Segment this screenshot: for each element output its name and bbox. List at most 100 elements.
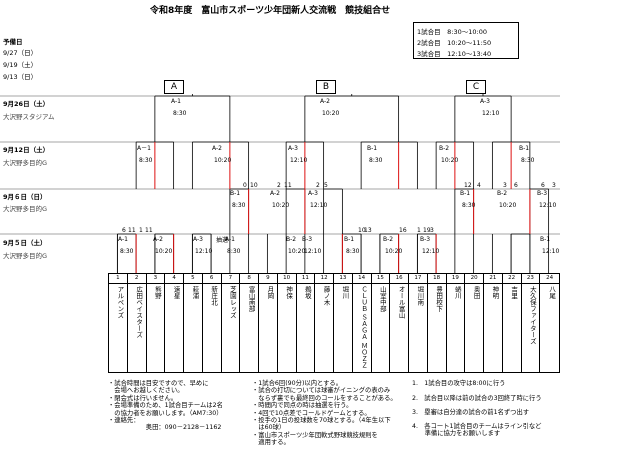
team-number: 21	[484, 274, 502, 284]
match-code: B-3	[302, 236, 313, 243]
team-name: 神明	[490, 286, 499, 299]
team-name: 八尾	[547, 286, 556, 299]
team-number: 19	[446, 274, 465, 284]
team-name: 速星	[172, 286, 181, 299]
match-time: 12:10	[542, 248, 560, 255]
team-cell: 15 山室中部	[371, 274, 391, 372]
score-label: 3	[503, 182, 507, 189]
match-code: B-1	[230, 190, 241, 197]
team-number: 12	[315, 274, 333, 284]
note-right-1: 1. 1試合目の攻守は8:00に行う	[412, 380, 506, 387]
team-number: 5	[184, 274, 202, 284]
match-time: 8:30	[232, 202, 246, 209]
match-code: A-2	[153, 236, 163, 243]
schedule-box: 1試合目 8:30～10:00 2試合目 10:20～11:50 3試合目 12…	[413, 22, 519, 59]
match-code: A-3	[480, 98, 490, 105]
team-name: 豊田校下	[434, 286, 443, 312]
schedule-row-2: 2試合目 10:20～11:50	[417, 39, 492, 47]
score-label: 19	[423, 227, 431, 234]
score-label: 13	[364, 227, 372, 234]
score-label: 5	[324, 182, 328, 189]
note-right-3: 3. 塁審は自分達の試合の前1名ずつ出す	[412, 409, 530, 416]
reserve-date-2: 9/19（土）	[3, 61, 38, 69]
team-number: 13	[334, 274, 352, 284]
match-code: B-3	[537, 190, 548, 197]
team-name: 大久保ファイターズ	[528, 286, 537, 345]
team-name: 神保	[284, 286, 293, 299]
note-right-2: 2. 試合目以降は前の試合の3回終了時に行う	[412, 395, 542, 402]
team-name: 堀川	[340, 286, 349, 299]
team-number: 15	[371, 274, 390, 284]
team-number: 22	[502, 274, 521, 284]
match-code: B-1	[367, 145, 378, 152]
team-name: オール富山	[397, 286, 406, 319]
match-time: 12:10	[482, 110, 500, 117]
score-label: 1	[417, 227, 421, 234]
match-code: A-2	[320, 98, 330, 105]
match-time: 10:20	[288, 248, 306, 255]
match-time: 10:20	[322, 110, 340, 117]
match-time: 8:30	[227, 248, 241, 255]
score-label: 11	[128, 227, 136, 234]
team-name: 堀川南	[415, 286, 424, 306]
match-time: 10:20	[499, 202, 517, 209]
match-time: 10:20	[155, 248, 173, 255]
team-cell: 21 神明	[484, 274, 503, 372]
team-cell: 13 堀川	[334, 274, 353, 372]
team-name: 山室中部	[378, 286, 387, 312]
team-name: 鵜坂	[303, 286, 312, 299]
venue-first: 大沢野多目的G	[3, 252, 48, 260]
reserve-date-3: 9/13（日）	[3, 73, 38, 81]
match-time: 8:30	[369, 157, 383, 164]
match-time: 8:30	[139, 157, 153, 164]
match-code: A-2	[270, 190, 280, 197]
match-code: B-1	[519, 145, 530, 152]
score-label: 2	[316, 182, 320, 189]
team-number: 4	[165, 274, 183, 284]
match-time: 8:30	[462, 202, 476, 209]
team-cell: 7 芝園レッズ	[221, 274, 241, 372]
match-time: 12:10	[539, 202, 557, 209]
team-number: 17	[409, 274, 427, 284]
match-time: 12:10	[310, 202, 328, 209]
match-time: 12:10	[290, 157, 308, 164]
team-number: 23	[521, 274, 540, 284]
team-name: 蜷川	[453, 286, 462, 299]
score-label: 4	[477, 182, 481, 189]
team-name: 芝園レッズ	[228, 286, 237, 319]
team-name: 広田ベイスターズ	[134, 286, 143, 338]
match-time: 10:20	[441, 157, 459, 164]
team-cell: 18 豊田校下	[427, 274, 447, 372]
match-code: A-3	[308, 190, 318, 197]
schedule-row-3: 3試合目 12:10～13:40	[417, 50, 492, 58]
match-code: B-2	[286, 236, 297, 243]
team-number: 8	[240, 274, 258, 284]
score-label: 1	[139, 227, 143, 234]
section-c-label: C	[466, 80, 486, 94]
reserve-label: 予備日	[3, 38, 23, 46]
team-number: 7	[221, 274, 240, 284]
match-code: A-3	[288, 145, 298, 152]
match-code: B-1	[460, 190, 471, 197]
day-label-quarter: 9月６日（日）	[3, 193, 47, 201]
team-number: 3	[146, 274, 165, 284]
team-name: 月岡	[265, 286, 274, 299]
reserve-date-1: 9/27（日）	[3, 49, 38, 57]
score-label: 12	[464, 182, 472, 189]
venue-quarter: 大沢野多目的G	[3, 205, 48, 213]
notes-middle: ・1試合6回(90分)以内とする。 ・試合の打切については球審がイニングの表のみ…	[252, 380, 397, 447]
match-time: 10:20	[385, 248, 403, 255]
score-label: 6	[541, 182, 545, 189]
team-cell: 19 蜷川	[446, 274, 466, 372]
match-code: A-1	[171, 98, 181, 105]
note-right-4: 4. 各コート1試合目のチームはライン引など 準備に協力をお願いします	[412, 423, 542, 438]
team-number: 18	[427, 274, 446, 284]
match-time: 8:30	[173, 110, 187, 117]
match-code: B-2	[439, 145, 450, 152]
venue-final: 大沢野スタジアム	[3, 113, 55, 121]
